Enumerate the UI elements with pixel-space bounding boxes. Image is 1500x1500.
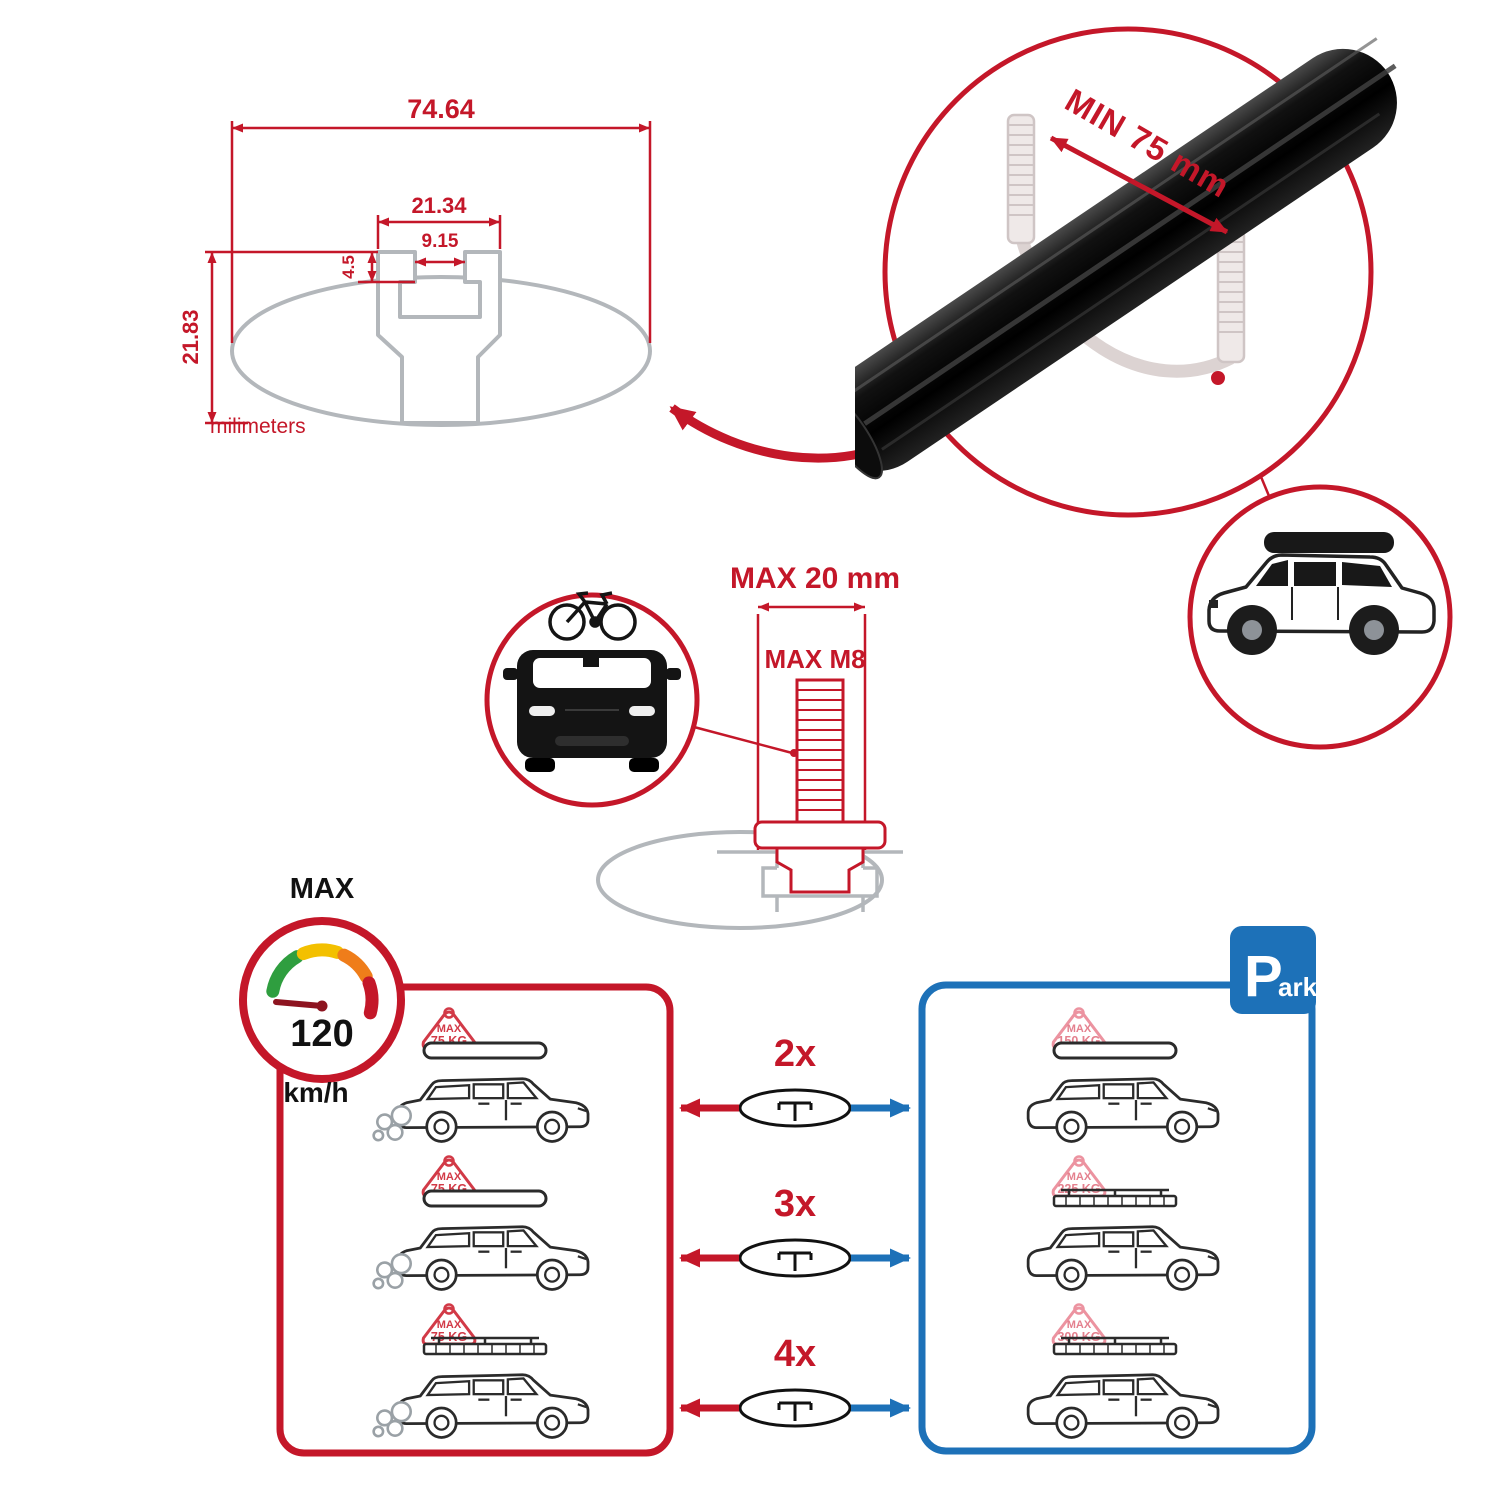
parking-panel: P ark MAX 150 KG MAX 225 KG MAX 300 KG [918,926,1318,1455]
headlight-right [629,706,655,716]
park-sign-suffix: ark [1278,972,1318,1002]
badge-title: MAX [1067,1023,1092,1035]
max-thread-label: MAX M8 [764,644,865,674]
suv-roofbox-circle [1187,484,1453,750]
t-slot-glyph [777,1401,813,1421]
bolt-threads [797,689,843,811]
badge-title: MAX [437,1319,462,1331]
quantity-row: 4x [679,1333,911,1428]
parked-car-row: MAX 150 KG [1026,1007,1220,1143]
roof-box [1264,532,1394,553]
side-mirror-left [503,668,518,680]
t-bolt [753,678,887,894]
roof-box-icon [1052,1041,1178,1060]
headlight [1209,600,1218,608]
t-slot-glyph [777,1251,813,1271]
parking-panel-border [918,981,1316,1455]
quantity-row: 2x [679,1033,911,1128]
dim-total-width: 74.64 [407,94,475,124]
driving-car-row: MAX 75 KG [372,1007,590,1143]
units-label: milimeters [210,415,306,438]
rearview-mirror [583,658,599,667]
headlight-left [529,706,555,716]
speed-limit-badge: MAX 120 km/h [239,873,405,1108]
quantity-label: 4x [774,1333,816,1375]
dim-channel-outer-width: 21.34 [411,193,467,218]
badge-title: MAX [437,1023,462,1035]
min-span-arrow [1049,135,1229,235]
driving-panel: MAX 75 KG MAX 75 KG MAX 75 KG [276,983,674,1457]
max-head-width-label: MAX 20 mm [730,562,900,595]
parked-car-row: MAX 300 KG [1026,1303,1220,1439]
roof-box-icon [422,1041,548,1060]
slot-ellipse-ghost [596,830,884,930]
side-mirror-right [666,668,681,680]
bolt-flange [753,820,887,850]
quantity-row: 3x [679,1183,911,1278]
parked-car-row: MAX 225 KG [1026,1155,1220,1291]
speed-max-label: MAX [290,873,355,905]
speed-value: 120 [290,1013,353,1055]
callout-dot [1211,371,1225,385]
badge-title: MAX [437,1171,462,1183]
quantity-column: 2x 3x 4x [679,1033,911,1428]
dim-channel-opening-width: 9.15 [422,231,459,252]
dim-lip-depth: 4.5 [339,255,358,279]
quantity-label: 2x [774,1033,816,1075]
park-sign: P ark [1230,926,1318,1014]
badge-title: MAX [1067,1171,1092,1183]
bike-icon [548,591,637,641]
crossbar-render [855,37,1397,480]
speedometer-arc [266,943,379,1020]
t-slot-glyph [777,1101,813,1121]
suv-illustration [1207,532,1436,655]
tbolt-diagram: MAX 20 mm MAX M8 [484,562,903,930]
park-sign-letter: P [1244,944,1283,1009]
roof-box-icon [422,1189,548,1208]
speedometer-needle [273,999,325,1009]
speed-units: km/h [283,1077,348,1108]
driving-car-row: MAX 75 KG [372,1155,590,1291]
dim-total-height: 21.83 [178,309,203,364]
quantity-label: 3x [774,1183,816,1225]
car-front-icon [503,650,681,772]
badge-title: MAX [1067,1319,1092,1331]
driving-car-row: MAX 75 KG [372,1303,590,1439]
crossbar-detail-circle: MIN 75 mm [855,26,1397,518]
cross-section-drawing: 74.64 21.34 9.15 4.5 21.83 milimeters [178,94,652,438]
needle-hub [316,1000,328,1012]
bolt-t-foot [775,846,865,894]
park-sign-plate [1230,926,1316,1014]
